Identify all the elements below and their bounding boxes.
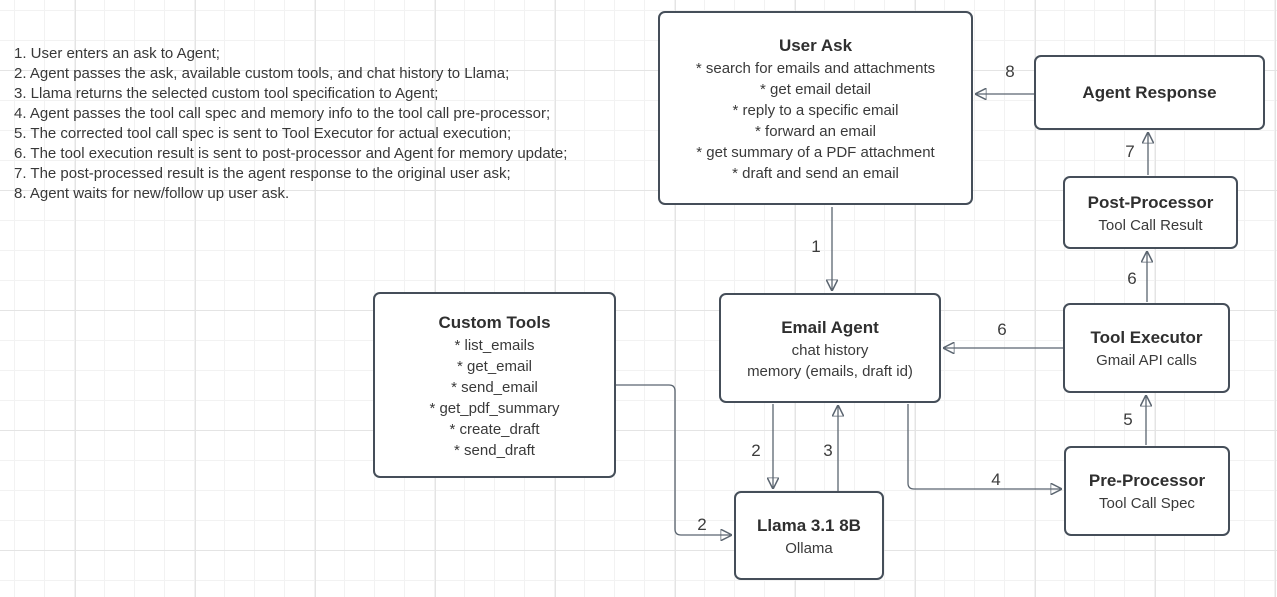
node-line: * search for emails and attachments — [695, 59, 936, 77]
node-tool-executor[interactable]: Tool Executor Gmail API calls — [1063, 303, 1230, 393]
node-line: memory (emails, draft id) — [747, 362, 913, 380]
node-line: chat history — [791, 341, 869, 359]
node-title: Agent Response — [1082, 83, 1217, 102]
node-agent-response[interactable]: Agent Response — [1034, 55, 1265, 130]
process-step: 1. User enters an ask to Agent; — [14, 45, 220, 62]
node-title: Tool Executor — [1090, 328, 1203, 347]
node-title: Post-Processor — [1087, 192, 1214, 212]
node-title: Custom Tools — [438, 312, 551, 332]
node-line: * reply to a specific email — [732, 101, 899, 119]
node-custom-tools[interactable]: Custom Tools * list_emails * get_email *… — [373, 292, 616, 478]
node-title: User Ask — [778, 35, 853, 55]
edge-step2-customtools-to-llama[interactable] — [616, 384, 731, 535]
node-line: * get_pdf_summary — [429, 399, 560, 417]
node-line: Tool Call Spec — [1099, 495, 1195, 512]
edge-label-step4: 4 — [991, 470, 1001, 489]
node-line: * get email detail — [760, 80, 871, 98]
process-step: 5. The corrected tool call spec is sent … — [14, 125, 512, 142]
node-line: * list_emails — [454, 336, 535, 354]
process-step: 8. Agent waits for new/follow up user as… — [14, 185, 290, 202]
node-line: Gmail API calls — [1096, 352, 1197, 369]
edge-label-step6-vertical: 6 — [1127, 269, 1137, 288]
node-line: Tool Call Result — [1098, 216, 1203, 234]
node-email-agent[interactable]: Email Agent chat history memory (emails,… — [719, 293, 941, 403]
process-step: 2. Agent passes the ask, available custo… — [14, 65, 510, 82]
edge-label-step1: 1 — [811, 237, 821, 256]
edge-label-step6-horizontal: 6 — [997, 320, 1007, 339]
process-step: 4. Agent passes the tool call spec and m… — [14, 105, 551, 122]
node-line: * get_email — [456, 357, 533, 375]
node-line: * send_draft — [454, 441, 535, 459]
node-title: Pre-Processor — [1088, 471, 1206, 490]
edge-label-step3: 3 — [823, 441, 833, 460]
edge-label-step7: 7 — [1125, 142, 1135, 161]
edge-label-step8: 8 — [1005, 62, 1015, 81]
process-steps-list: 1. User enters an ask to Agent; 2. Agent… — [14, 44, 567, 204]
node-title: Email Agent — [781, 317, 879, 337]
edge-label-step2-tools: 2 — [697, 515, 707, 534]
process-step: 7. The post-processed result is the agen… — [14, 165, 511, 182]
edge-label-step2-agent: 2 — [751, 441, 761, 460]
node-user-ask[interactable]: User Ask * search for emails and attachm… — [658, 11, 973, 205]
node-title: Llama 3.1 8B — [757, 515, 861, 535]
edge-step4-emailagent-to-preprocessor[interactable] — [907, 404, 1061, 489]
node-line: * forward an email — [755, 122, 876, 140]
edge-label-step5: 5 — [1123, 410, 1133, 429]
node-pre-processor[interactable]: Pre-Processor Tool Call Spec — [1064, 446, 1230, 536]
node-line: * create_draft — [449, 420, 540, 438]
process-step: 3. Llama returns the selected custom too… — [14, 85, 439, 102]
node-post-processor[interactable]: Post-Processor Tool Call Result — [1063, 176, 1238, 249]
node-line: Ollama — [785, 539, 833, 557]
node-line: * send_email — [451, 378, 538, 396]
node-line: * draft and send an email — [732, 164, 899, 182]
process-step: 6. The tool execution result is sent to … — [14, 145, 568, 162]
node-line: * get summary of a PDF attachment — [696, 143, 935, 161]
node-llama[interactable]: Llama 3.1 8B Ollama — [734, 491, 884, 580]
